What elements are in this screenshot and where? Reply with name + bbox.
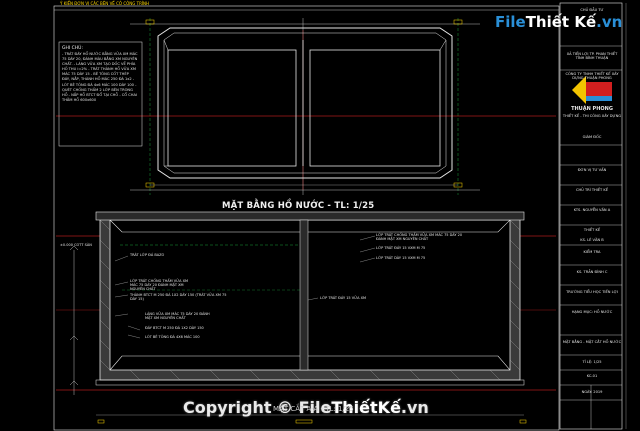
callout-1: LỚP TRÁT CHỐNG THẤM VỮA XM MÁC 75 DÀY 20… bbox=[130, 279, 189, 291]
callout-2: THÀNH BTCT M 250 ĐÁ 1X2 DÀY 150 (TRÁT VỮ… bbox=[130, 293, 227, 301]
tb-scale: TỈ LỆ: 1/25 bbox=[582, 360, 602, 364]
tb-name3: KS. LÊ VĂN B bbox=[580, 238, 604, 242]
brand-mark-icon bbox=[572, 76, 612, 104]
watermark-accent: ThiếtKế bbox=[331, 398, 401, 417]
tb-role1: GIÁM ĐỐC bbox=[582, 135, 602, 139]
callout-6: LỚP TRÁT CHỐNG THẤM VỮA XM MÁC 75 DÀY 20… bbox=[376, 233, 463, 241]
tb-date: NGÀY: 2019 bbox=[581, 390, 603, 394]
callout-0: TRÁT LỚP ĐÁ BAZO bbox=[130, 253, 165, 257]
title-block bbox=[559, 2, 627, 430]
brand-logo-suffix: .vn bbox=[596, 13, 623, 31]
tank-section-view bbox=[56, 211, 556, 424]
callout-3: LÁNG VỮA XM MÁC 75 DÀY 20 ĐÁNH MẶT XM NG… bbox=[145, 312, 210, 320]
callout-7: LỚP TRÁT ĐÁY 15 VXM M 75 bbox=[376, 246, 426, 250]
tb-role3: THIẾT KẾ bbox=[583, 228, 601, 232]
brand-logo-accent: Thiết Kế bbox=[525, 13, 597, 31]
tb-drawing: MẶT BẰNG - MẶT CẮT HỒ NƯỚC bbox=[562, 340, 622, 344]
tb-role4: KIỂM TRA bbox=[583, 250, 601, 254]
watermark-prefix: Copyright © bbox=[183, 398, 299, 417]
tb-consultant: CÔNG TY TNHH THIẾT KẾ XÂY DỰNG THUẬN PHO… bbox=[565, 72, 619, 80]
callout-5: LÓT BÊ TÔNG ĐÁ 4X6 MÁC 100 bbox=[145, 335, 200, 339]
page-title: MẶT BẰNG HỒ NƯỚC - TL: 1/25 bbox=[222, 201, 375, 211]
tank-plan-view bbox=[145, 19, 463, 188]
top-banner-text: Ý KIẾN ĐƠN VỊ CÁC BÊN VỀ CÔ CÔNG TRÌNH bbox=[60, 1, 150, 6]
section-title: MẶT CẮT A-A - TL: 1/25 bbox=[273, 405, 354, 413]
tb-org-top: CHỦ ĐẦU TƯ bbox=[580, 8, 604, 12]
brand-logo-main: File bbox=[495, 13, 526, 31]
tb-name1: ĐƠN VỊ TƯ VẤN bbox=[577, 168, 607, 172]
callout-4: ĐÁY BTCT M 250 ĐÁ 1X2 DÀY 150 bbox=[145, 326, 204, 330]
tb-name2: KTS. NGUYỄN VĂN A bbox=[573, 208, 611, 212]
level-label: ±0.000 COTT SÀN bbox=[60, 243, 92, 247]
watermark-main: File bbox=[298, 398, 332, 417]
tb-item: HẠNG MỤC: HỒ NƯỚC bbox=[571, 310, 613, 314]
notes-box bbox=[58, 41, 143, 147]
brand-logo: FileThiết Kế.vn bbox=[495, 13, 622, 31]
drawing-border bbox=[53, 5, 560, 431]
tb-approver: XÃ TIẾN LỢI TP. PHAN THIẾT TỈNH BÌNH THU… bbox=[566, 52, 618, 60]
tb-sheet: KC-01 bbox=[586, 374, 598, 378]
tb-project: TRƯỜNG TIỂU HỌC TIẾN LỢI bbox=[566, 290, 618, 294]
watermark-suffix: .vn bbox=[400, 398, 429, 417]
notes-title: GHI CHÚ: bbox=[62, 46, 83, 51]
tb-company-lines: THIẾT KẾ - THI CÔNG XÂY DỰNG bbox=[562, 114, 622, 118]
notes-body: - TRÁT ĐÁY HỒ NƯỚC BẰNG VỮA XM MÁC 75 DÀ… bbox=[62, 52, 138, 102]
copyright-watermark: Copyright © FileThiếtKế.vn bbox=[183, 398, 429, 417]
tb-brand: THUẬN PHONG bbox=[571, 106, 613, 112]
callout-8: LỚP TRÁT DÀY 15 VXM M 75 bbox=[376, 256, 426, 260]
tb-role2: CHỦ TRÌ THIẾT KẾ bbox=[575, 188, 609, 192]
tb-name4: KS. TRẦN ĐÌNH C bbox=[576, 270, 608, 274]
callout-9: LỚP TRÁT ĐÁY 15 VỮA XM bbox=[320, 296, 367, 300]
